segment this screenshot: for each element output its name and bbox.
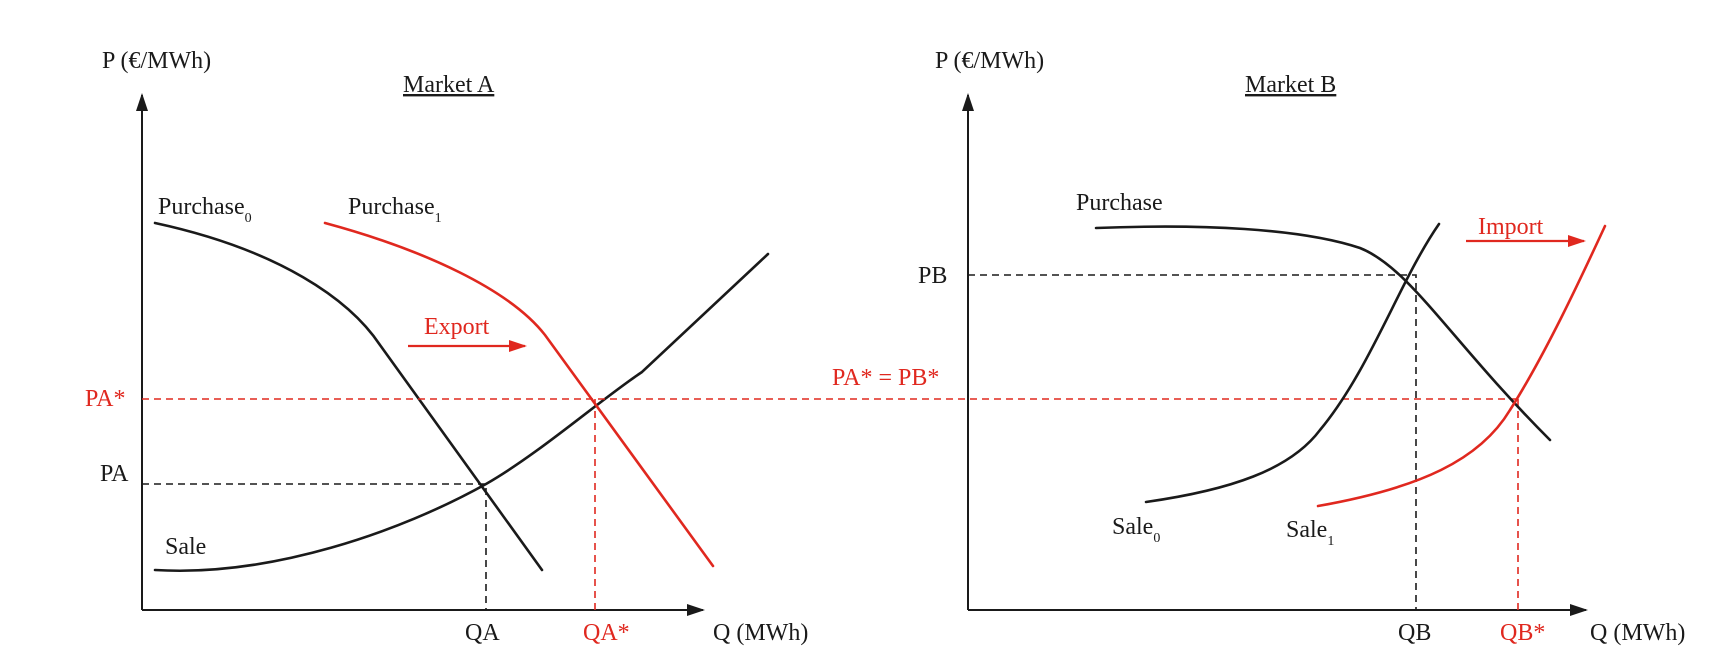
market-b-title: Market B	[1245, 72, 1336, 98]
market-b-sale-1-label: Sale1	[1286, 517, 1334, 549]
market-b-import-label: Import	[1478, 214, 1544, 240]
market-a-title: Market A	[403, 72, 495, 98]
market-a-sale-curve	[153, 252, 770, 572]
market-a-initial-equilibrium-guide	[142, 483, 487, 610]
market-a-price-label: PA	[100, 461, 129, 487]
market-b-quantity-label: QB	[1398, 620, 1431, 646]
market-b-y-axis-label: P (€/MWh)	[935, 48, 1044, 74]
market-a-equilibrium-quantity-label: QA*	[583, 620, 630, 646]
market-b-purchase-label: Purchase	[1076, 190, 1163, 216]
market-b-purchase-curve	[1094, 225, 1552, 442]
market-a-equilibrium-price-label: PA*	[85, 386, 125, 412]
market-b-panel: P (€/MWh) Market B Q (MWh) PB QB QB* Imp…	[918, 48, 1685, 646]
market-b-sale-0-label: Sale0	[1112, 514, 1160, 546]
market-a-purchase-1-label: Purchase1	[348, 194, 442, 226]
market-b-sale-0-curve	[1144, 222, 1441, 504]
market-a-y-axis-label: P (€/MWh)	[102, 48, 211, 74]
market-b-price-label: PB	[918, 263, 947, 289]
market-a-sale-label: Sale	[165, 534, 206, 560]
market-b-sale-1-curve	[1316, 224, 1607, 508]
market-a-quantity-label: QA	[465, 620, 500, 646]
market-b-equilibrium-quantity-label: QB*	[1500, 620, 1545, 646]
market-a-panel: P (€/MWh) Market A Q (MWh) PA PA* QA QA*…	[85, 48, 808, 646]
market-b-initial-equilibrium-guide	[968, 274, 1417, 610]
market-a-purchase-0-label: Purchase0	[158, 194, 252, 226]
market-a-purchase-1-curve	[323, 221, 715, 568]
shared-price-label: PA* = PB*	[832, 365, 939, 391]
market-a-purchase-0-curve	[153, 221, 544, 572]
market-a-x-axis-label: Q (MWh)	[713, 620, 808, 646]
market-b-x-axis-label: Q (MWh)	[1590, 620, 1685, 646]
market-a-export-label: Export	[424, 314, 490, 340]
